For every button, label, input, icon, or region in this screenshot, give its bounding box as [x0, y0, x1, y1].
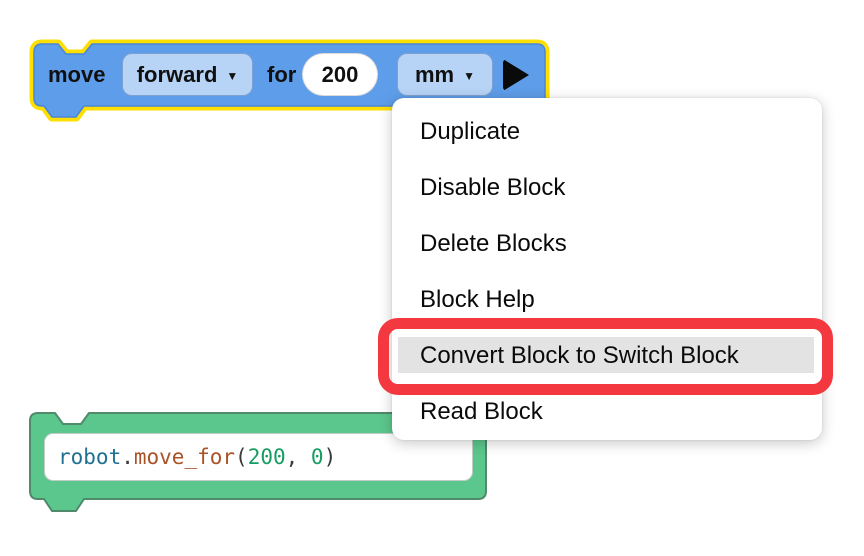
- menu-item-convert-block-to-switch-block[interactable]: Convert Block to Switch Block: [392, 328, 822, 384]
- code-token-arg1: 200: [247, 445, 286, 469]
- menu-item-highlight: [398, 337, 814, 373]
- distance-value: 200: [321, 61, 359, 87]
- chevron-down-icon: ▼: [226, 69, 239, 83]
- code-token-paren-close: ): [323, 445, 337, 469]
- code-token-arg2: 0: [310, 445, 324, 469]
- code-token-object: robot: [58, 445, 122, 469]
- move-block-label-for: for: [267, 62, 297, 87]
- menu-item-duplicate[interactable]: Duplicate: [420, 118, 521, 145]
- unit-dropdown[interactable]: mm ▼: [397, 53, 493, 96]
- menu-item-block-help[interactable]: Block Help: [420, 286, 535, 313]
- code-token-separator: ,: [285, 445, 311, 469]
- menu-item-disable-block[interactable]: Disable Block: [420, 174, 566, 201]
- code-token-dot: .: [121, 445, 134, 469]
- direction-dropdown[interactable]: forward ▼: [122, 53, 253, 96]
- play-triangle-icon[interactable]: [503, 59, 529, 91]
- direction-dropdown-value: forward: [136, 61, 218, 87]
- code-token-method: move_for: [133, 445, 236, 469]
- move-block-label-move: move: [48, 62, 106, 87]
- unit-dropdown-value: mm: [414, 61, 455, 87]
- code-token-paren-open: (: [235, 445, 248, 469]
- chevron-down-icon: ▼: [463, 69, 475, 83]
- menu-item-delete-blocks[interactable]: Delete Blocks: [420, 230, 567, 257]
- code-block-text: robot.move_for(200, 0): [44, 433, 473, 481]
- menu-item-read-block[interactable]: Read Block: [420, 398, 543, 425]
- context-menu: Duplicate Disable Block Delete Blocks Bl…: [392, 98, 822, 440]
- distance-input[interactable]: 200: [302, 53, 378, 96]
